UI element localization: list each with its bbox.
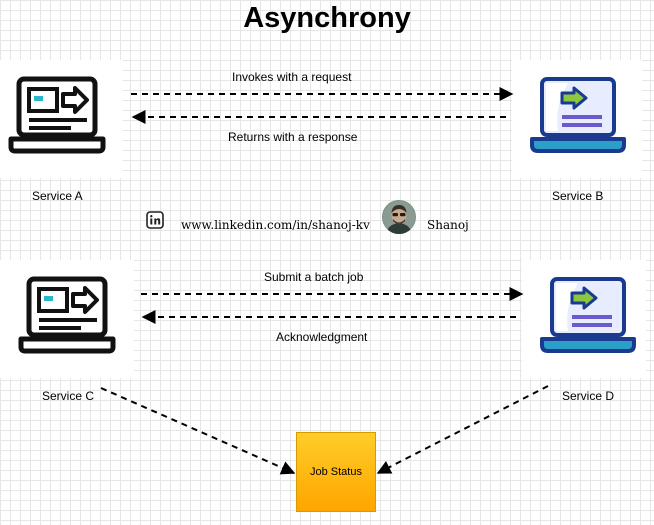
service-c-to-job-arrow [100, 387, 296, 475]
service-a-laptop-icon [11, 79, 103, 151]
service-d-label: Service D [562, 389, 615, 403]
submit-label: Submit a batch job [264, 270, 364, 284]
service-a-label: Service A [32, 189, 83, 203]
linkedin-url: www.linkedin.com/in/shanoj-kv [181, 218, 370, 232]
ack-label: Acknowledgment [276, 330, 368, 344]
service-c-laptop-icon [21, 279, 113, 351]
job-status-box: Job Status [296, 432, 376, 512]
linkedin-icon [146, 211, 164, 234]
service-d-to-job-arrow [376, 385, 549, 474]
job-status-label: Job Status [310, 465, 362, 478]
invoke-label: Invokes with a request [232, 70, 352, 84]
service-d-laptop-icon [540, 277, 636, 353]
diagram-title: Asynchrony [243, 2, 411, 34]
returns-label: Returns with a response [228, 130, 358, 144]
author-name: Shanoj [427, 218, 469, 232]
service-b-label: Service B [552, 189, 604, 203]
service-b-laptop-icon [530, 77, 626, 153]
service-c-label: Service C [42, 389, 95, 403]
avatar [382, 200, 416, 234]
